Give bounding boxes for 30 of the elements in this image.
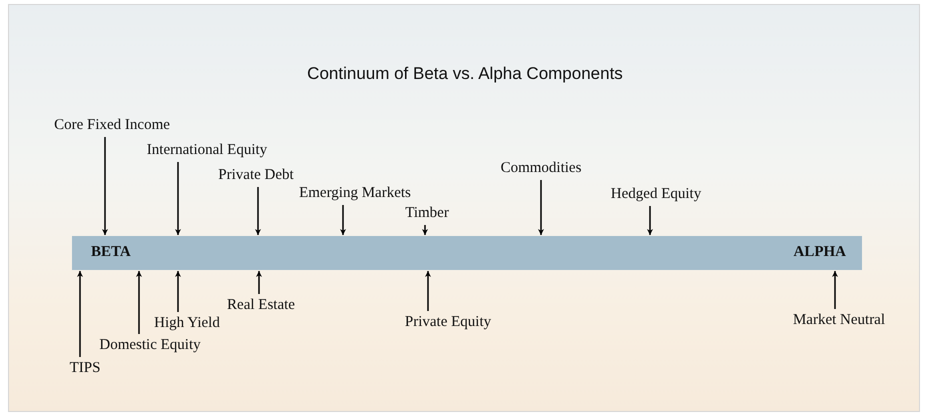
category-label: Market Neutral bbox=[792, 312, 886, 329]
category-label: Private Debt bbox=[218, 167, 294, 184]
category-label: High Yield bbox=[154, 315, 220, 332]
category-label: Real Estate bbox=[227, 297, 295, 314]
spectrum-bar bbox=[72, 236, 862, 270]
category-label: Hedged Equity bbox=[610, 186, 702, 203]
arrow bbox=[832, 271, 838, 309]
category-label: Core Fixed Income bbox=[54, 117, 170, 134]
arrow bbox=[340, 205, 346, 235]
arrow bbox=[102, 137, 108, 235]
arrow bbox=[256, 271, 262, 294]
arrow bbox=[647, 206, 653, 235]
arrow bbox=[175, 162, 181, 235]
arrow bbox=[425, 271, 431, 311]
arrow bbox=[136, 271, 142, 334]
arrow bbox=[77, 271, 83, 357]
category-label: Domestic Equity bbox=[99, 337, 201, 354]
category-label: International Equity bbox=[146, 142, 268, 159]
arrow bbox=[175, 271, 181, 312]
category-label: Private Equity bbox=[404, 314, 492, 331]
bar-end-label: BETA bbox=[91, 244, 131, 261]
category-label: TIPS bbox=[70, 360, 100, 377]
arrow bbox=[422, 225, 428, 235]
diagram-title: Continuum of Beta vs. Alpha Components bbox=[306, 64, 624, 84]
arrow bbox=[538, 180, 544, 235]
category-label: Emerging Markets bbox=[299, 185, 411, 202]
bar-end-label: ALPHA bbox=[794, 244, 846, 261]
category-label: Commodities bbox=[500, 160, 582, 177]
arrow bbox=[255, 187, 261, 235]
category-label: Timber bbox=[405, 205, 449, 222]
